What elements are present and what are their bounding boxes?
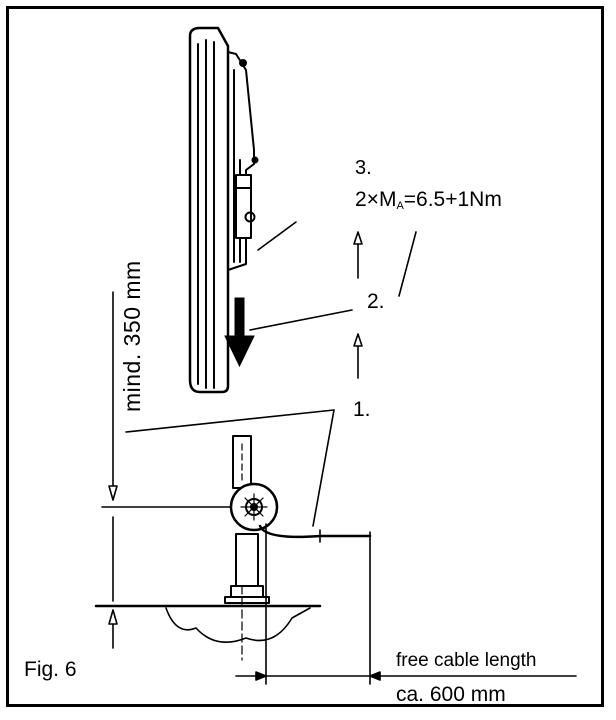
height-dimension-label: mind. 350 mm — [119, 260, 145, 412]
cable-dimension-line — [235, 523, 577, 685]
cable-length-value: ca. 600 mm — [396, 683, 506, 706]
step-arrows — [353, 231, 363, 379]
stand-column — [224, 435, 270, 661]
monitor-profile — [188, 26, 259, 394]
torque-value: =6.5+1Nm — [403, 188, 502, 211]
step-2-label: 2. — [367, 290, 385, 313]
cable — [258, 524, 372, 543]
torque-spec: 2×MA=6.5+1Nm — [355, 189, 502, 212]
figure-label: Fig. 6 — [24, 658, 77, 681]
table-surface — [94, 604, 322, 644]
step-1-label: 1. — [353, 398, 371, 421]
leader-lines — [125, 221, 417, 527]
cable-caption: free cable length — [396, 650, 537, 671]
figure-frame — [6, 6, 604, 707]
step-3-label: 3. — [355, 157, 372, 179]
torque-prefix: 2×M — [355, 188, 397, 211]
slide-down-arrow — [224, 297, 255, 368]
torque-subscript: A — [396, 200, 404, 212]
mounting-knob — [229, 482, 279, 532]
